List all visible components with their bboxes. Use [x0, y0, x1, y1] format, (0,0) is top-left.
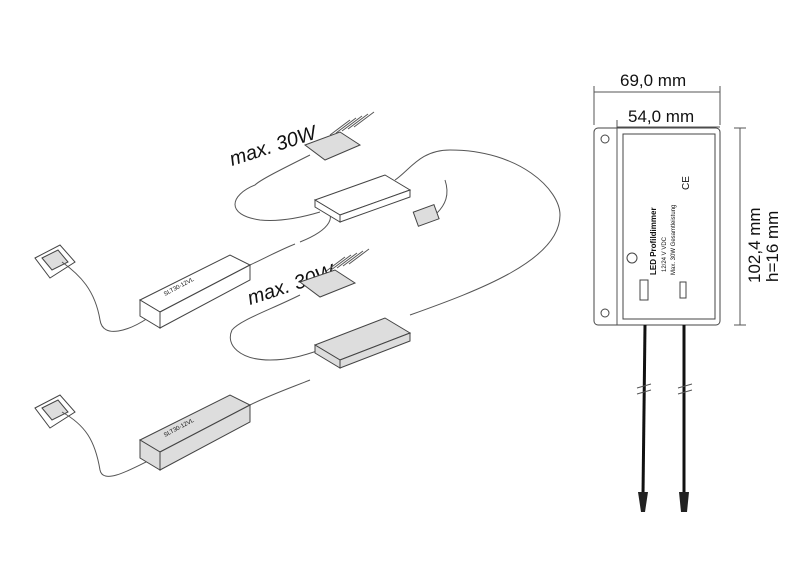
mains-cable-1 — [61, 261, 149, 332]
outer-width-dimension: 69,0 mm — [620, 71, 686, 90]
led-distributor-1 — [303, 111, 375, 161]
device-name: LED Profildimmer — [649, 207, 658, 275]
mains-cable-2 — [61, 411, 151, 477]
driver-1: SLT30-12VL — [138, 254, 252, 329]
dimmer-1 — [313, 174, 412, 223]
connector-1 — [638, 492, 648, 512]
height-dimension: h=16 mm — [763, 211, 782, 282]
length-dimension: 102,4 mm — [745, 207, 764, 283]
connector-2 — [679, 492, 689, 512]
sensor-switch-1 — [412, 204, 440, 227]
ce-mark: CE — [681, 176, 692, 190]
wall-socket-2 — [34, 394, 76, 429]
dimension-drawing: 69,0 mm 54,0 mm 102,4 mm h=16 mm LED Pro… — [593, 71, 782, 512]
device-power: Max. 30W Gesamtleistung — [671, 205, 677, 275]
wall-socket-1 — [34, 244, 76, 279]
driver-2: SLT30-12VL — [138, 394, 252, 471]
led-distributor-2 — [298, 248, 370, 298]
dimmer-2 — [313, 317, 412, 369]
device-voltage: 12/24 V VDC — [662, 236, 668, 272]
inner-width-dimension: 54,0 mm — [628, 107, 694, 126]
cable-1 — [641, 324, 647, 496]
